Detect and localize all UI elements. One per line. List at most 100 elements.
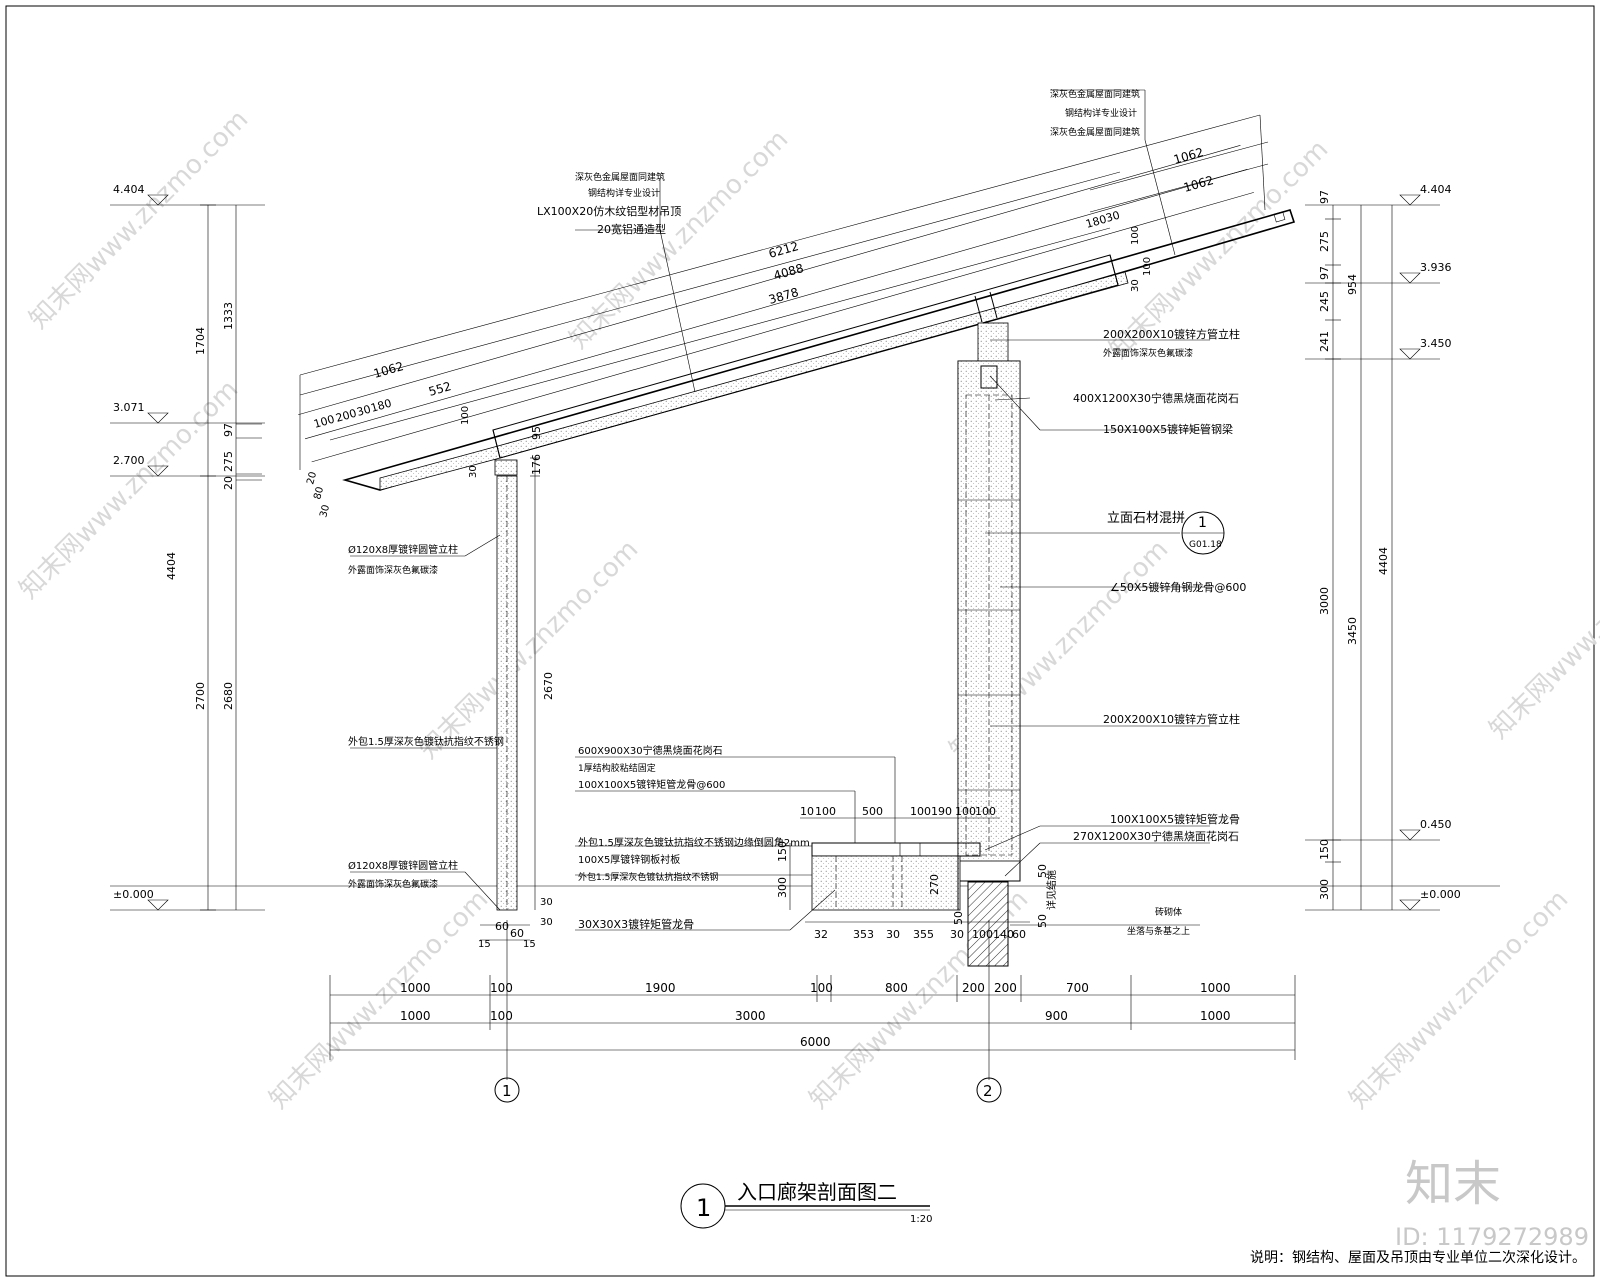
annotation-label: 外包1.5厚深灰色镀钛抗指纹不锈钢: [578, 871, 718, 883]
annotation-label: 外包1.5厚深灰色镀钛抗指纹不锈钢边缘倒圆角2mm: [578, 836, 810, 849]
dim-text: 4088: [772, 261, 805, 283]
annotation-label: 200X200X10镀锌方管立柱: [1103, 712, 1240, 726]
dim-text: 详见结施: [1045, 870, 1058, 910]
annotation-label: 外露面饰深灰色氟碳漆: [348, 878, 438, 890]
annotation-label: 200X200X10镀锌方管立柱: [1103, 327, 1240, 341]
grid-axis-label: 1: [502, 1082, 512, 1100]
elevation-label: 3.450: [1420, 337, 1452, 350]
title-index: 1: [696, 1194, 711, 1222]
annotation-label: 深灰色金属屋面同建筑: [575, 171, 665, 183]
dim-text: 60: [1012, 928, 1026, 941]
dim-text: 1704: [194, 327, 207, 355]
round-post: 176 2670 95: [494, 426, 555, 911]
dim-text: 1000: [1200, 1009, 1231, 1023]
elevation-label: ±0.000: [113, 888, 154, 901]
dim-text: 241: [1318, 331, 1331, 352]
dim-text: 3000: [735, 1009, 766, 1023]
dim-text: 2700: [194, 682, 207, 710]
dim-text: 97: [1318, 190, 1331, 204]
dim-text: 50: [1036, 864, 1049, 878]
dim-text: 245: [1318, 291, 1331, 312]
drawing-scale: 1:20: [910, 1214, 932, 1225]
dim-text: 6212: [767, 239, 800, 261]
drawing-frame: [5, 5, 1595, 1277]
annotation-label: 深灰色金属屋面同建筑: [1050, 88, 1140, 100]
watermark-text: 知末网www.znzmo.com: [24, 104, 255, 335]
annotations: 深灰色金属屋面同建筑 钢结构详专业设计 LX100X20仿木纹铝型材吊顶 20宽…: [348, 88, 1246, 937]
dim-text: 100: [460, 406, 471, 425]
annotation-label: 钢结构详专业设计: [588, 187, 660, 199]
annotation-label: 坐落与条基之上: [1127, 925, 1190, 937]
dim-text: 1900: [645, 981, 676, 995]
annotation-label: 砖砌体: [1155, 906, 1182, 918]
annotation-label: 270X1200X30宁德黑烧面花岗石: [1073, 829, 1239, 843]
annotation-label: 外包1.5厚深灰色镀钛抗指纹不锈钢: [348, 735, 504, 748]
annotation-label: LX100X20仿木纹铝型材吊顶: [537, 204, 681, 218]
elevation-label: 2.700: [113, 454, 145, 467]
dim-text: 100: [975, 805, 996, 818]
annotation-label: 100X5厚镀锌钢板衬板: [578, 853, 680, 866]
dim-text: 700: [1066, 981, 1089, 995]
watermark-layer: 知末网www.znzmo.com 知末网www.znzmo.com 知末网www…: [14, 104, 1600, 1115]
annotation-label: 100X100X5镀锌矩管龙骨: [1110, 812, 1240, 826]
annotation-label: 20宽铝通造型: [597, 222, 666, 236]
dim-text: 6000: [800, 1035, 831, 1049]
roof-dimensions: [298, 144, 1254, 463]
dim-text: 15: [478, 939, 491, 950]
dim-text: 50: [1036, 914, 1049, 928]
dim-text: 15: [523, 939, 536, 950]
dim-text: 30: [1104, 209, 1121, 225]
elevation-label: 3.936: [1420, 261, 1452, 274]
dim-text: 200: [334, 407, 358, 425]
annotation-label: 100X100X5镀锌矩管龙骨@600: [578, 778, 725, 791]
grid-dimensions: 1000 100 1900 100 800 200 200 700 1000 1…: [329, 920, 1296, 1103]
dim-text: 190: [931, 805, 952, 818]
dim-text: 900: [1045, 1009, 1068, 1023]
dim-text: 100: [910, 805, 931, 818]
stone-column: [957, 322, 1021, 967]
roof-dim-lines: [299, 114, 1269, 470]
dim-text: 30: [318, 504, 332, 519]
dim-text: 800: [885, 981, 908, 995]
left-elevations: 4.404 3.071 2.700 ±0.000: [110, 183, 265, 911]
dim-text: 100: [490, 1009, 513, 1023]
dim-text: 50: [952, 911, 965, 925]
annotation-label: 30X30X3镀锌矩管龙骨: [578, 917, 694, 931]
annotation-label: 600X900X30宁德黑烧面花岗石: [578, 744, 723, 757]
dim-text: 1062: [372, 359, 405, 381]
annotation-label: 外露面饰深灰色氟碳漆: [1103, 347, 1193, 359]
elevation-label: 0.450: [1420, 818, 1452, 831]
annotation-label: 深灰色金属屋面同建筑: [1050, 126, 1140, 138]
dim-text: 10: [800, 805, 814, 818]
right-dimensions: 97 275 97 245 241 3000 150 300 954 4404 …: [1318, 190, 1393, 910]
dim-text: 1000: [400, 1009, 431, 1023]
dim-text: 32: [814, 928, 828, 941]
elevation-label: 4.404: [1420, 183, 1452, 196]
dim-text: 150: [1318, 839, 1331, 860]
drawing-note: 说明：钢结构、屋面及吊顶由专业单位二次深化设计。: [1250, 1250, 1586, 1266]
annotation-label: ∠50X5镀锌角钢龙骨@600: [1110, 580, 1246, 594]
bench: [811, 842, 981, 911]
dim-text: 4404: [1377, 547, 1390, 575]
grid-axis-label: 2: [983, 1082, 993, 1100]
annotation-label: 立面石材混拼: [1107, 511, 1185, 526]
dim-text: 2680: [222, 682, 235, 710]
annotation-label: 1厚结构胶粘结固定: [578, 762, 656, 774]
roof-ceiling: [379, 271, 1129, 491]
detail-ref-sheet: G01.18: [1189, 540, 1222, 550]
dim-text: 3878: [767, 285, 800, 307]
dim-text: 30: [540, 917, 553, 928]
dim-text: 80: [312, 486, 326, 501]
elevation-label: ±0.000: [1420, 888, 1461, 901]
dim-text: 20: [305, 471, 319, 486]
dim-text: 100: [810, 981, 833, 995]
bench-dims: 10 100 500 100 190 100 100 32 353 30 355…: [776, 805, 1058, 941]
annotation-label: Ø120X8厚镀锌圆管立柱: [348, 859, 458, 872]
dim-text: 100: [815, 805, 836, 818]
dim-text: 200: [962, 981, 985, 995]
dim-text: 500: [862, 805, 883, 818]
grid-axis-bubble: [494, 1077, 520, 1103]
dim-text: 1333: [222, 302, 235, 330]
dim-text: 200: [994, 981, 1017, 995]
detail-ref-number: 1: [1198, 515, 1207, 531]
